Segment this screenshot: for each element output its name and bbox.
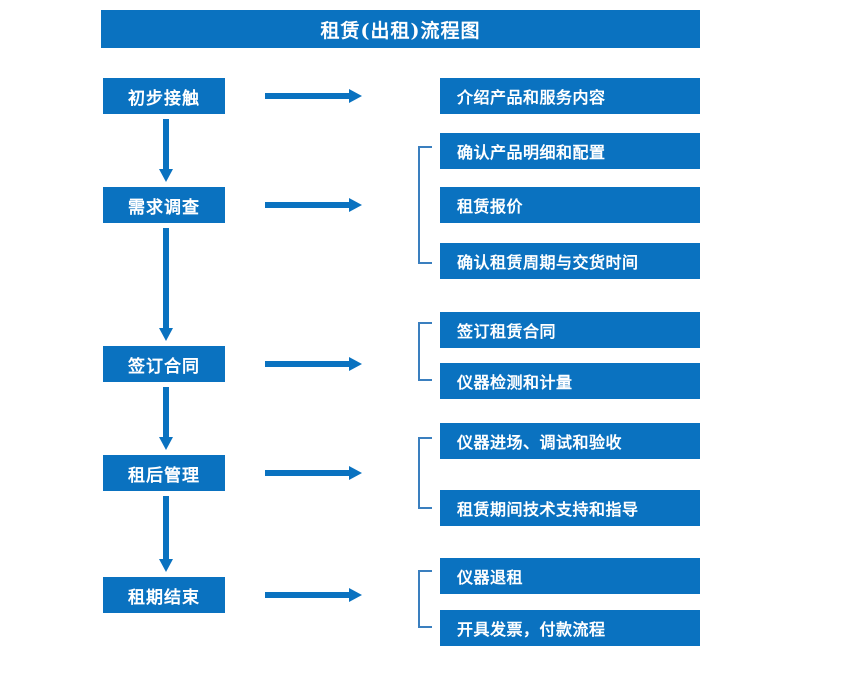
arrow-right-icon-5 xyxy=(265,587,362,603)
stage-box-5[interactable]: 租期结束 xyxy=(103,577,225,613)
detail-box-2-1[interactable]: 确认产品明细和配置 xyxy=(440,133,700,169)
group-bracket-icon-3 xyxy=(418,322,432,381)
detail-box-2-3-label: 确认租赁周期与交货时间 xyxy=(457,253,639,272)
stage-box-5-label: 租期结束 xyxy=(128,587,200,608)
arrow-right-icon-3 xyxy=(265,356,362,372)
arrow-down-icon-1 xyxy=(158,119,174,182)
detail-box-2-3[interactable]: 确认租赁周期与交货时间 xyxy=(440,243,700,279)
detail-box-4-1-label: 仪器进场、调试和验收 xyxy=(457,433,623,452)
detail-box-1-1-label: 介绍产品和服务内容 xyxy=(457,88,606,107)
detail-box-5-2[interactable]: 开具发票，付款流程 xyxy=(440,610,700,646)
stage-box-2-label: 需求调查 xyxy=(128,197,200,218)
stage-box-3[interactable]: 签订合同 xyxy=(103,346,225,382)
detail-box-1-1[interactable]: 介绍产品和服务内容 xyxy=(440,78,700,114)
detail-box-4-2-label: 租赁期间技术支持和指导 xyxy=(457,500,639,519)
arrow-down-icon-4 xyxy=(158,496,174,572)
detail-box-2-1-label: 确认产品明细和配置 xyxy=(457,143,606,162)
detail-box-2-2-label: 租赁报价 xyxy=(457,197,524,216)
arrow-right-icon-2 xyxy=(265,197,362,213)
detail-box-5-1[interactable]: 仪器退租 xyxy=(440,558,700,594)
arrow-down-icon-2 xyxy=(158,228,174,341)
group-bracket-icon-2 xyxy=(418,146,432,264)
stage-box-4-label: 租后管理 xyxy=(128,465,200,486)
stage-box-1[interactable]: 初步接触 xyxy=(103,78,225,114)
stage-box-1-label: 初步接触 xyxy=(128,88,200,109)
arrow-right-icon-1 xyxy=(265,88,362,104)
detail-box-3-1-label: 签订租赁合同 xyxy=(457,322,557,341)
stage-box-4[interactable]: 租后管理 xyxy=(103,455,225,491)
detail-box-3-2[interactable]: 仪器检测和计量 xyxy=(440,363,700,399)
detail-box-3-2-label: 仪器检测和计量 xyxy=(457,373,573,392)
group-bracket-icon-4 xyxy=(418,437,432,509)
detail-box-5-1-label: 仪器退租 xyxy=(457,568,524,587)
detail-box-5-2-label: 开具发票，付款流程 xyxy=(457,620,606,639)
arrow-right-icon-4 xyxy=(265,465,362,481)
stage-box-3-label: 签订合同 xyxy=(128,356,200,377)
detail-box-4-2[interactable]: 租赁期间技术支持和指导 xyxy=(440,490,700,526)
arrow-down-icon-3 xyxy=(158,387,174,450)
stage-box-2[interactable]: 需求调查 xyxy=(103,187,225,223)
detail-box-4-1[interactable]: 仪器进场、调试和验收 xyxy=(440,423,700,459)
flowchart-title: 租赁(出租)流程图 xyxy=(101,10,700,48)
group-bracket-icon-5 xyxy=(418,570,432,628)
detail-box-2-2[interactable]: 租赁报价 xyxy=(440,187,700,223)
detail-box-3-1[interactable]: 签订租赁合同 xyxy=(440,312,700,348)
